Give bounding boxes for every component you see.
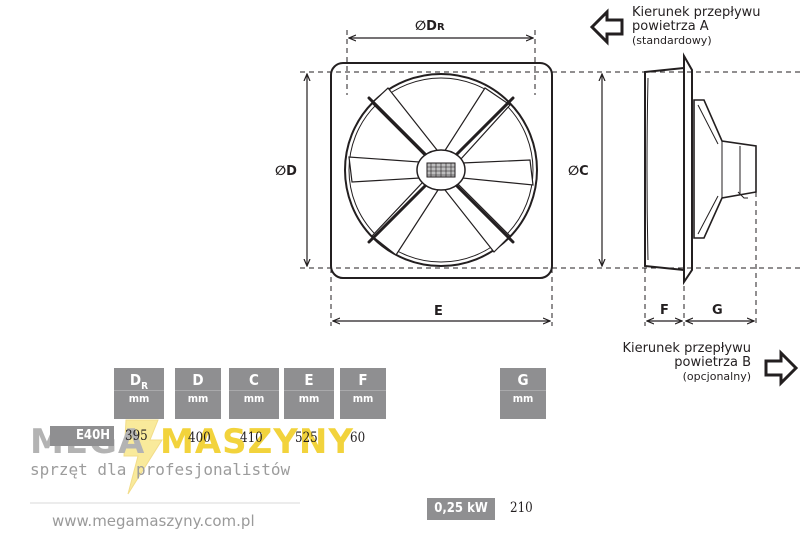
label-c: ∅C: [568, 164, 589, 179]
label-dr: ∅DR: [415, 19, 445, 34]
watermark-tagline: sprzęt dla profesjonalistów: [30, 460, 291, 479]
value-dr: 395: [125, 428, 148, 444]
watermark-url: www.megamaszyny.com.pl: [52, 512, 255, 530]
label-e: E: [434, 304, 443, 319]
dimension-lines: [307, 38, 754, 321]
watermark-logo-icon: [123, 419, 163, 495]
value-e: 525: [295, 430, 318, 446]
flow-a-arrow-icon: [589, 8, 624, 46]
side-housing: [644, 66, 685, 272]
header-f: F mm: [340, 368, 386, 419]
front-view: [330, 62, 553, 279]
header-g: G mm: [500, 368, 546, 419]
power-cell: 0,25 kW: [427, 498, 495, 520]
flow-b-line1: Kierunek przepływu: [622, 341, 751, 356]
flow-a-line1: Kierunek przepływu: [632, 5, 761, 20]
flow-a-label: Kierunek przepływu powietrza A (standard…: [632, 6, 761, 48]
fan-ring-inner: [348, 77, 534, 263]
fan-blade: [348, 156, 421, 183]
flow-a-line2: powietrza A: [632, 19, 709, 34]
header-c: C mm: [229, 368, 279, 419]
model-cell: E40H: [50, 426, 114, 446]
side-flange: [683, 52, 693, 286]
flow-a-line3: (standardowy): [632, 34, 712, 47]
value-d: 400: [188, 430, 211, 446]
label-g: G: [712, 303, 723, 318]
header-d: D mm: [175, 368, 221, 419]
extension-lines: [300, 30, 800, 326]
flow-b-arrow-icon: [764, 349, 799, 387]
flow-b-line2: powietrza B: [674, 355, 751, 370]
watermark-brand-right: MASZYNY: [160, 422, 354, 462]
side-motor: [693, 99, 757, 239]
value-f: 60: [350, 430, 366, 446]
flow-b-label: Kierunek przepływu powietrza B (opcjonal…: [603, 342, 751, 384]
label-d: ∅D: [275, 164, 297, 179]
side-view: [644, 52, 757, 286]
label-f: F: [660, 303, 669, 318]
flow-b-line3: (opcjonalny): [682, 370, 751, 383]
value-g: 210: [510, 500, 533, 516]
header-dr: DR mm: [114, 368, 164, 419]
value-c: 410: [240, 430, 263, 446]
header-e: E mm: [284, 368, 334, 419]
